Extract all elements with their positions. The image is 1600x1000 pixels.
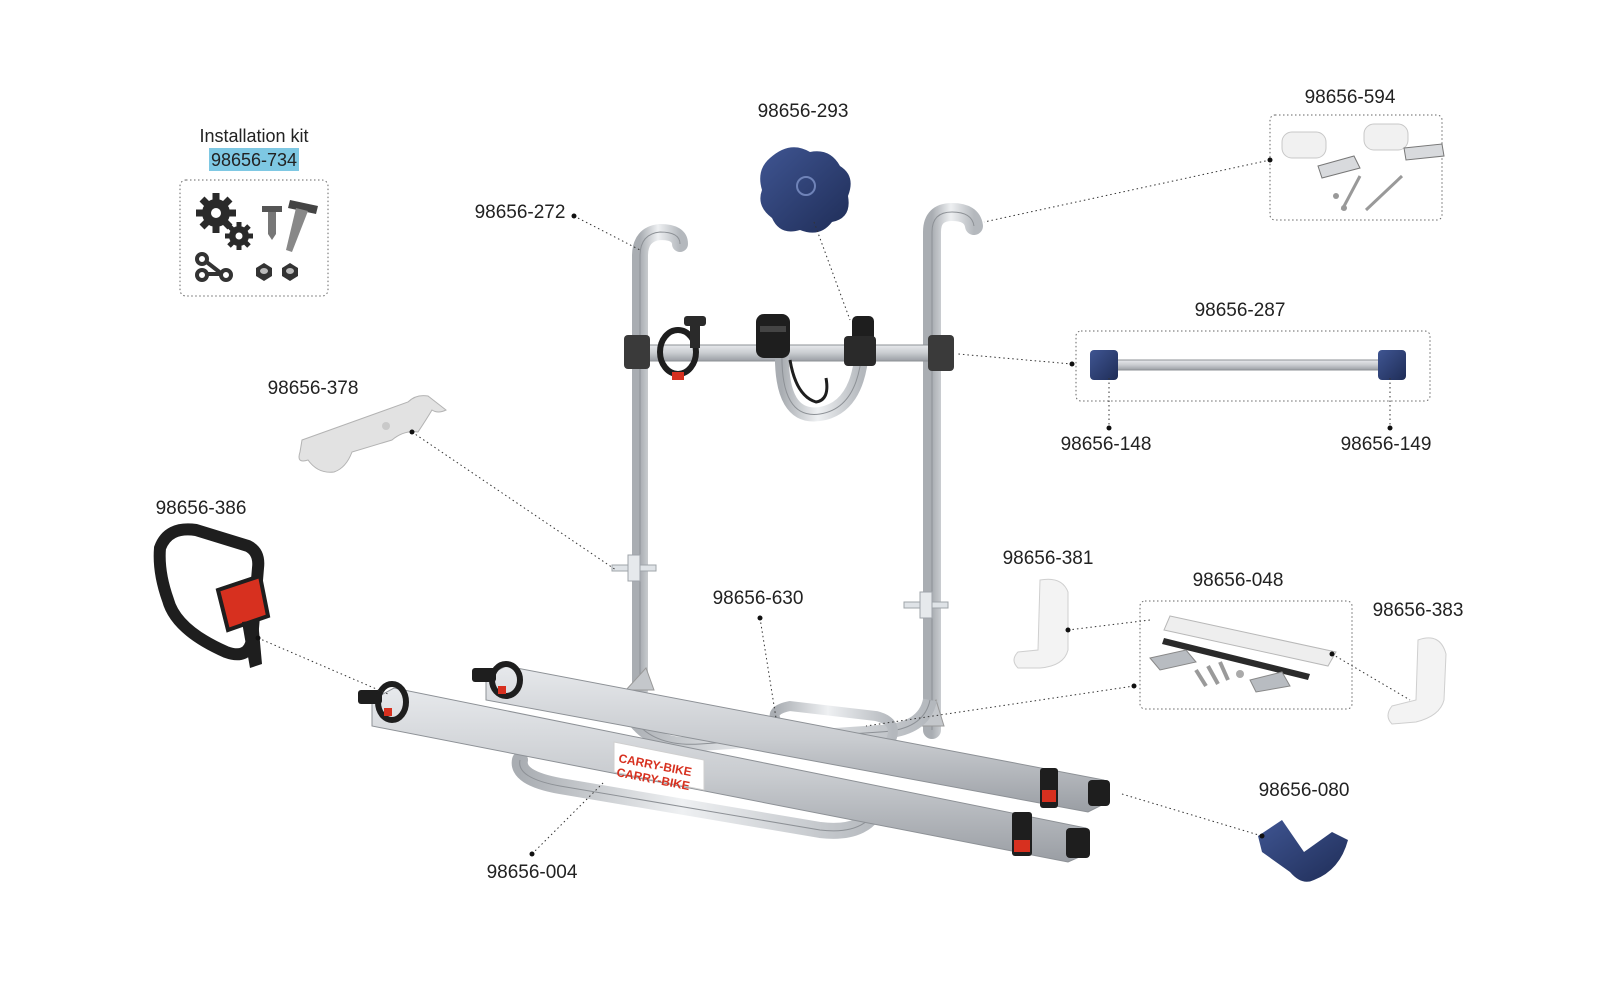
label-98656-148: 98656-148 [1061, 434, 1152, 455]
clamp-icon [1281, 123, 1409, 159]
clamp-icon [903, 591, 949, 619]
part-048-kit [1139, 600, 1353, 710]
leader-lines [255, 157, 1411, 857]
rack-frame: CARRY-BIKE CARRY-BIKE [358, 202, 1110, 863]
clamp-icon [298, 395, 447, 473]
frame-holder [657, 316, 706, 380]
screw-icon [262, 206, 282, 240]
kit-box [179, 179, 329, 297]
wheel-stop-icon [1012, 812, 1090, 858]
bracket-icon [1090, 350, 1406, 380]
label-98656-048: 98656-048 [1193, 570, 1284, 591]
label-98656-630: 98656-630 [713, 588, 804, 609]
part-594-kit [1269, 114, 1445, 221]
nut-icon [1333, 193, 1347, 211]
knob-icon [844, 316, 876, 366]
strap-icon [153, 523, 271, 668]
wheel-stop-icon [1387, 637, 1447, 725]
wheel-stop-icon [1258, 820, 1348, 882]
wheel-stop-icon [1013, 578, 1069, 669]
label-98656-149: 98656-149 [1341, 434, 1432, 455]
label-98656-293: 98656-293 [758, 101, 849, 122]
label-98656-272: 98656-272 [475, 202, 566, 223]
link-icon [195, 252, 233, 282]
wheel-stop-icon [1040, 768, 1110, 808]
left-upright [632, 223, 688, 698]
label-98656-386: 98656-386 [156, 498, 247, 519]
bracket-icon [928, 335, 954, 371]
nut-icon [1236, 670, 1244, 678]
part-287-bar [1075, 330, 1431, 402]
screw-icon [286, 200, 318, 252]
gear-icon [196, 193, 236, 233]
label-98656-287: 98656-287 [1195, 300, 1286, 321]
gear-icon [225, 222, 253, 250]
label-98656-004: 98656-004 [487, 862, 578, 883]
nut-icon [256, 263, 298, 281]
kit-title: Installation kit [199, 126, 308, 146]
bracket-icon [624, 335, 650, 369]
screw-icon [1194, 661, 1230, 688]
wheel-stop-icon [358, 681, 409, 723]
screw-icon [1340, 174, 1404, 212]
frame-holder [756, 314, 790, 358]
label-98656-381: 98656-381 [1003, 548, 1094, 569]
right-upright [923, 202, 983, 739]
clamp-icon [611, 554, 657, 582]
part-labels: 98656-293 98656-594 98656-272 98656-287 … [156, 87, 1464, 883]
kit-code: 98656-734 [211, 150, 297, 170]
label-98656-080: 98656-080 [1259, 780, 1350, 801]
bracket-icon [1317, 143, 1445, 179]
knob-icon [760, 147, 851, 233]
installation-kit: Installation kit 98656-734 [179, 126, 329, 297]
kit-code-highlight [209, 148, 299, 171]
label-98656-594: 98656-594 [1305, 87, 1396, 108]
label-98656-378: 98656-378 [268, 378, 359, 399]
label-98656-383: 98656-383 [1373, 600, 1464, 621]
wheel-stop-icon [472, 661, 523, 699]
